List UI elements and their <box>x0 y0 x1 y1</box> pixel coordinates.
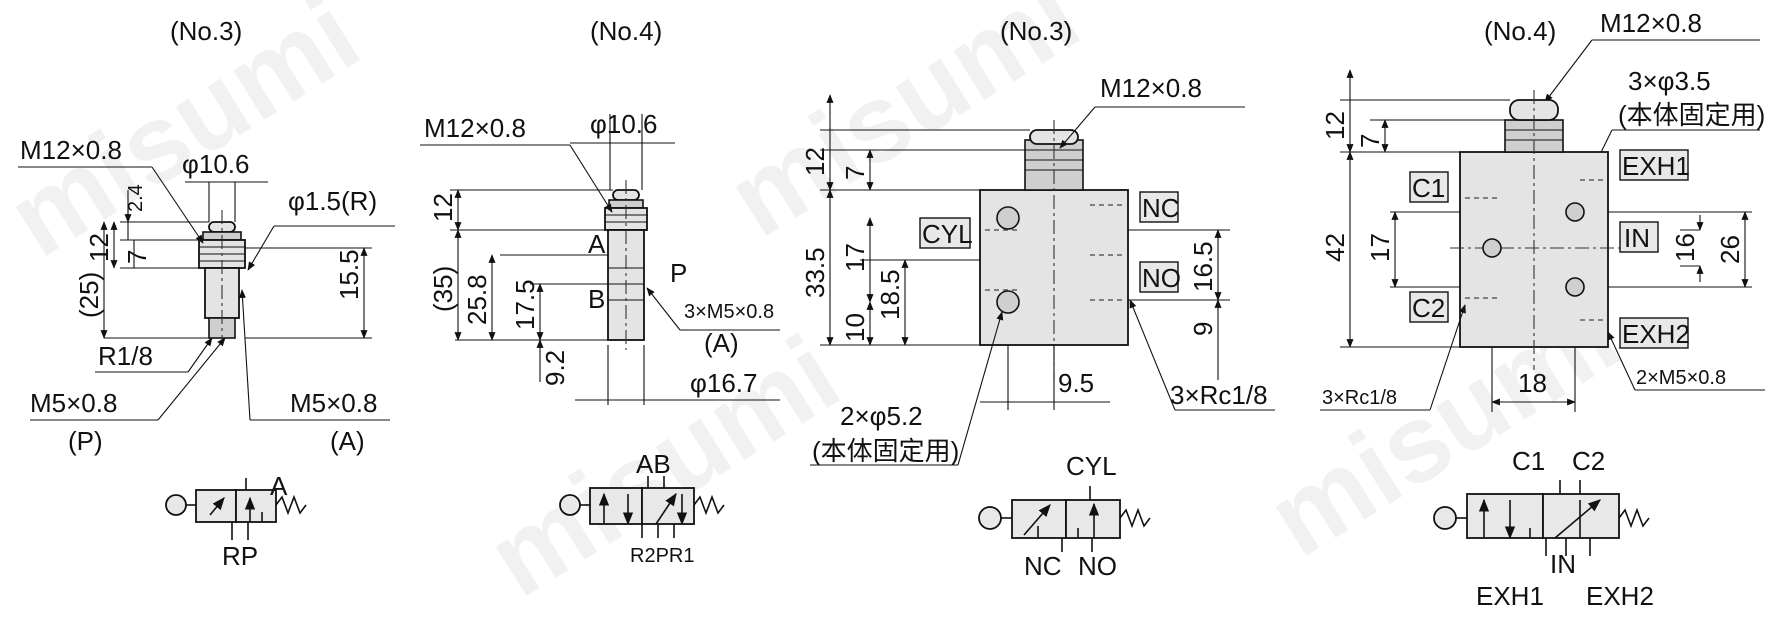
symbol-4-top-left: C1 <box>1512 446 1545 476</box>
view-4-dim-7: 7 <box>1355 134 1385 148</box>
view-1-thread-top: M12×0.8 <box>20 135 122 165</box>
valve-symbol-4: C1 C2 IN EXH1 EXH2 <box>1433 446 1654 611</box>
symbol-1-bottom: RP <box>222 541 258 571</box>
view-1-title: (No.3) <box>170 16 242 46</box>
view-4-holes: 3×φ3.5 <box>1628 66 1711 96</box>
symbol-1-top: A <box>270 471 288 501</box>
view-2-lbl-p: P <box>670 258 687 288</box>
view-3-dim-335: 33.5 <box>800 247 830 298</box>
view-3-dim-95: 9.5 <box>1058 368 1094 398</box>
view-2-title: (No.4) <box>590 16 662 46</box>
view-4-ports-m5: 2×M5×0.8 <box>1636 367 1726 389</box>
view-2-thread-top: M12×0.8 <box>424 113 526 143</box>
view-2-no4-small: (No.4) φ10.6 M12×0.8 12 (35) 25.8 17.5 9… <box>420 16 780 405</box>
view-1-port-a: M5×0.8 <box>290 388 377 418</box>
symbol-3-bottom-right: NO <box>1078 551 1117 581</box>
view-4-dim-17: 17 <box>1365 233 1395 262</box>
view-4-lbl-c1: C1 <box>1412 173 1445 203</box>
view-2-dia-body: φ16.7 <box>690 368 757 398</box>
view-4-title: (No.4) <box>1484 16 1556 46</box>
view-2-ports: 3×M5×0.8 <box>684 301 774 323</box>
view-1-port-p: M5×0.8 <box>30 388 117 418</box>
view-4-dim-26: 26 <box>1715 235 1745 264</box>
symbol-2-bottom: R2PR1 <box>630 545 694 567</box>
view-3-no3-block: (No.3) M12×0.8 12 7 33.5 17 10 <box>800 16 1275 466</box>
view-2-lbl-b: B <box>588 284 605 314</box>
view-3-holes-sub: (本体固定用) <box>812 436 959 466</box>
view-3-ports: 3×Rc1/8 <box>1170 380 1268 410</box>
symbol-4-bottom-left: EXH1 <box>1476 581 1544 611</box>
view-3-title: (No.3) <box>1000 16 1072 46</box>
view-3-hole-upper <box>996 206 1020 230</box>
view-1-dim-24: 2.4 <box>125 184 147 212</box>
view-4-no4-block: (No.4) M12×0.8 3×φ3.5 (本体固定用) 12 7 4 <box>1320 8 1765 412</box>
view-4-hole-2 <box>1482 238 1502 258</box>
view-4-hole-3 <box>1565 277 1585 297</box>
view-4-lbl-in: IN <box>1624 223 1650 253</box>
view-3-thread-top: M12×0.8 <box>1100 73 1202 103</box>
view-2-dim-258: 25.8 <box>462 274 492 325</box>
view-4-lbl-exh2: EXH2 <box>1622 319 1690 349</box>
view-2-dim-175: 17.5 <box>510 279 540 330</box>
view-1-port-p-sub: (P) <box>68 426 103 456</box>
view-1-hole: φ1.5(R) <box>288 186 377 216</box>
view-4-lbl-c2: C2 <box>1412 293 1445 323</box>
view-1-port-r: R1/8 <box>98 341 153 371</box>
view-3-dim-9: 9 <box>1188 322 1218 336</box>
symbol-4-bottom-right: EXH2 <box>1586 581 1654 611</box>
view-4-dim-18: 18 <box>1518 368 1547 398</box>
view-1-dim-155: 15.5 <box>334 249 364 300</box>
symbol-4-mid: IN <box>1550 549 1576 579</box>
view-4-ports: 3×Rc1/8 <box>1322 387 1397 409</box>
valve-symbol-1: A RP <box>165 471 307 571</box>
view-3-dim-10: 10 <box>840 313 870 342</box>
view-2-ports-sub: (A) <box>704 328 739 358</box>
view-1-dim-7: 7 <box>122 250 152 264</box>
view-1-dim-12: 12 <box>84 233 114 262</box>
view-4-dim-42: 42 <box>1320 233 1350 262</box>
symbol-3-bottom-left: NC <box>1024 551 1062 581</box>
view-3-dim-7: 7 <box>840 166 870 180</box>
view-2-dim-35: (35) <box>428 266 458 312</box>
view-1-dim-25: (25) <box>74 272 104 318</box>
view-3-dim-12: 12 <box>800 147 830 176</box>
view-3-dim-185: 18.5 <box>875 269 905 320</box>
view-3-dim-17: 17 <box>840 243 870 272</box>
view-2-lbl-a: A <box>588 229 606 259</box>
view-4-dim-16: 16 <box>1670 233 1700 262</box>
symbol-2-top: AB <box>636 449 671 479</box>
view-1-no3-small: (No.3) φ10.6 M12×0.8 φ1.5(R) 2.4 12 7 <box>18 16 395 456</box>
view-4-thread-top: M12×0.8 <box>1600 8 1702 38</box>
view-2-dim-92: 9.2 <box>540 350 570 386</box>
view-4-hole-1 <box>1565 202 1585 222</box>
view-3-hole-lower <box>996 290 1020 314</box>
view-3-lbl-no: NO <box>1142 263 1181 293</box>
symbol-3-top: CYL <box>1066 451 1117 481</box>
view-1-dia-head: φ10.6 <box>182 149 249 179</box>
valve-symbol-3: CYL NC NO <box>978 451 1151 581</box>
view-4-lbl-exh1: EXH1 <box>1622 151 1690 181</box>
view-4-dim-12: 12 <box>1320 111 1350 140</box>
symbol-4-top-right: C2 <box>1572 446 1605 476</box>
view-3-dim-165: 16.5 <box>1188 241 1218 292</box>
view-2-dia-head: φ10.6 <box>590 109 657 139</box>
view-3-lbl-nc: NC <box>1142 193 1180 223</box>
view-3-lbl-cyl: CYL <box>922 219 973 249</box>
valve-symbol-2: AB R2PR1 <box>559 449 725 567</box>
view-3-holes: 2×φ5.2 <box>840 401 923 431</box>
view-1-port-a-sub: (A) <box>330 426 365 456</box>
view-2-dim-12: 12 <box>428 193 458 222</box>
view-4-holes-sub: (本体固定用) <box>1618 100 1765 130</box>
